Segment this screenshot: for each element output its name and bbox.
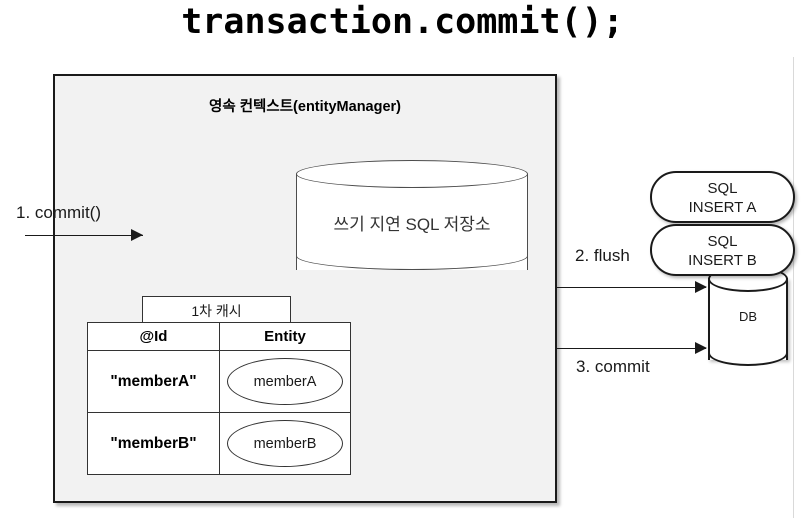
flush-arrow-line bbox=[556, 287, 706, 288]
cell-entity-member-a: memberA bbox=[219, 350, 351, 413]
first-level-cache-label: 1차 캐시 bbox=[191, 303, 242, 319]
cell-entity-member-b: memberB bbox=[219, 412, 351, 475]
column-header-entity: Entity bbox=[219, 322, 351, 351]
table-header-row: @Id Entity bbox=[87, 322, 351, 351]
entity-ellipse-member-a: memberA bbox=[227, 358, 343, 405]
sql-insert-a-line1: SQL bbox=[707, 180, 738, 197]
sql-insert-b-box: SQL INSERT B bbox=[650, 224, 795, 276]
step-label-commit-db: 3. commit bbox=[576, 357, 650, 376]
commit-arrow-head-icon bbox=[131, 229, 143, 241]
commit-db-arrow-head-icon bbox=[695, 342, 707, 354]
persistence-context-label: 영속 컨텍스트(entityManager) bbox=[208, 99, 402, 115]
column-header-id: @Id bbox=[87, 322, 220, 351]
sql-insert-a-box: SQL INSERT A bbox=[650, 171, 795, 223]
first-level-cache-table: @Id Entity "memberA" memberA "memberB" m… bbox=[87, 322, 351, 475]
sql-store-cylinder-icon bbox=[296, 160, 528, 284]
table-row: "memberA" memberA bbox=[87, 350, 351, 413]
cell-id-member-a: "memberA" bbox=[87, 350, 220, 413]
commit-arrow-line bbox=[25, 235, 143, 236]
page-edge-divider bbox=[793, 57, 794, 518]
cylinder-cap bbox=[296, 160, 528, 188]
flush-arrow-head-icon bbox=[695, 281, 707, 293]
sql-insert-b-line1: SQL bbox=[707, 233, 738, 250]
step-label-commit: 1. commit() bbox=[16, 203, 101, 222]
database-label: DB bbox=[738, 309, 758, 324]
first-level-cache-tab bbox=[142, 296, 291, 323]
entity-ellipse-member-b: memberB bbox=[227, 420, 343, 467]
table-row: "memberB" memberB bbox=[87, 412, 351, 475]
sql-insert-a-line2: INSERT A bbox=[688, 198, 757, 216]
commit-db-arrow-line bbox=[556, 348, 706, 349]
sql-store-label: 쓰기 지연 SQL 저장소 bbox=[333, 215, 491, 234]
page-title: transaction.commit(); bbox=[181, 2, 624, 42]
cell-id-member-b: "memberB" bbox=[87, 412, 220, 475]
cylinder-body bbox=[296, 174, 528, 270]
sql-insert-b-line2: INSERT B bbox=[688, 251, 757, 269]
step-label-flush: 2. flush bbox=[575, 246, 630, 265]
